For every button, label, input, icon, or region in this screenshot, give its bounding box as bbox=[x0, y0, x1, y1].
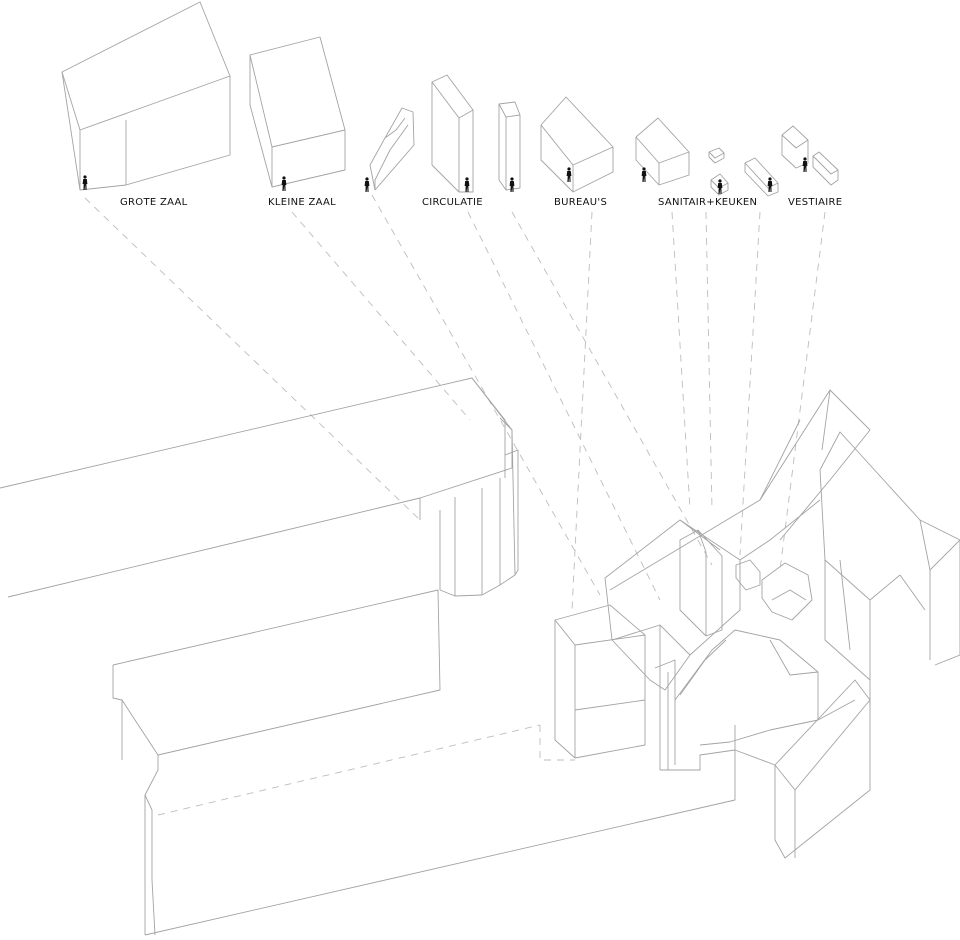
volume-kleine-zaal bbox=[249, 36, 346, 191]
person-scale-icon bbox=[767, 177, 773, 192]
person-scale-icon bbox=[717, 179, 723, 194]
person-scale-icon bbox=[281, 176, 287, 191]
label-kleine-zaal: KLEINE ZAAL bbox=[268, 197, 336, 208]
volume-sanitair-keuken-main bbox=[635, 117, 690, 186]
volume-sanitair-keuken-small bbox=[708, 147, 729, 196]
volume-circulatie-stair bbox=[364, 107, 415, 192]
assembled-building bbox=[0, 377, 960, 936]
label-bureaus: BUREAU'S bbox=[554, 197, 607, 208]
person-scale-icon bbox=[802, 157, 808, 172]
volume-bureaus bbox=[540, 96, 614, 193]
label-vestiaire: VESTIAIRE bbox=[788, 197, 842, 208]
person-scale-icon bbox=[82, 175, 88, 190]
label-grote-zaal: GROTE ZAAL bbox=[120, 197, 188, 208]
label-sanitair-keuken: SANITAIR+KEUKEN bbox=[658, 197, 757, 208]
volume-labels: GROTE ZAAL KLEINE ZAAL CIRCULATIE BUREAU… bbox=[120, 197, 842, 208]
person-scale-icon bbox=[364, 177, 370, 192]
person-scale-icon bbox=[566, 167, 572, 182]
volume-circulatie-shaft bbox=[498, 101, 521, 192]
person-scale-icon bbox=[464, 177, 470, 192]
volume-sanitair-keuken-bar bbox=[744, 157, 779, 197]
person-scale-icon bbox=[641, 167, 647, 182]
program-volumes bbox=[61, 1, 839, 197]
projection-lines bbox=[84, 194, 826, 611]
volume-grote-zaal bbox=[61, 1, 231, 191]
volume-vestiaire bbox=[781, 125, 839, 186]
label-circulatie: CIRCULATIE bbox=[422, 197, 483, 208]
volume-circulatie-core bbox=[431, 74, 474, 193]
